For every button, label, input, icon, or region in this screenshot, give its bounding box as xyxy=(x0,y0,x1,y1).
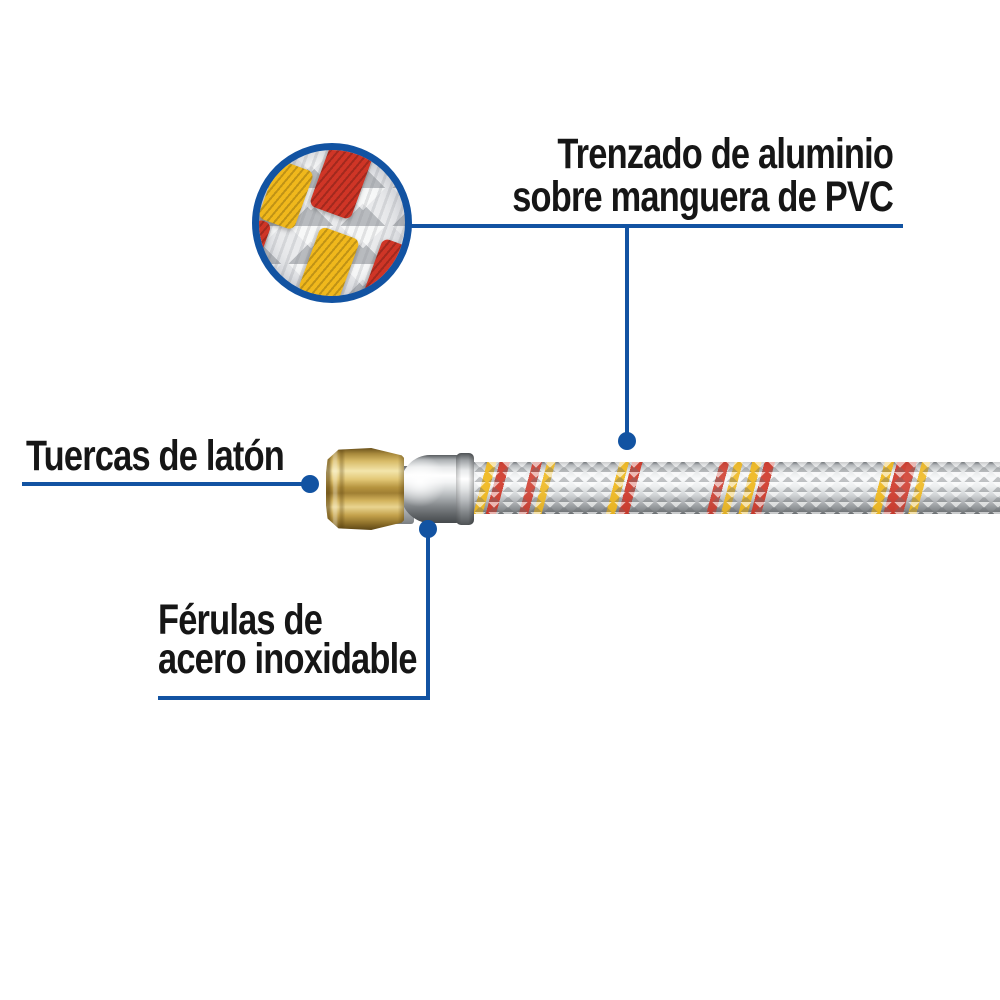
callout-label-nuts: Tuercas de latón xyxy=(26,432,285,480)
braided-hose xyxy=(452,462,1000,514)
leader-line-ferrules-vertical xyxy=(426,534,430,696)
leader-line-ferrules-horizontal xyxy=(158,696,430,700)
callout-label-braid-line1: Trenzado de aluminio xyxy=(557,130,894,178)
braid-red-strand xyxy=(362,237,405,296)
callout-label-nuts-line1: Tuercas de latón xyxy=(26,432,285,480)
leader-line-braid-vertical xyxy=(625,228,629,433)
braid-detail-inset xyxy=(252,143,412,303)
brass-nut xyxy=(326,448,404,530)
leader-line-braid-horizontal xyxy=(408,224,903,228)
callout-label-ferrules: Férulas de acero inoxidable xyxy=(158,596,417,683)
callout-label-ferrules-line1: Férulas de xyxy=(158,596,323,644)
braid-red-strand xyxy=(259,218,273,266)
leader-dot-nuts xyxy=(301,475,319,493)
callout-label-braid: Trenzado de aluminio sobre manguera de P… xyxy=(512,130,894,221)
steel-ferrule xyxy=(400,455,462,523)
braid-yellow-strand xyxy=(297,225,361,296)
leader-line-nuts xyxy=(22,482,303,486)
braid-red-strand xyxy=(308,150,376,221)
braid-yellow-strand xyxy=(259,159,315,231)
leader-dot-ferrules xyxy=(419,520,437,538)
leader-dot-braid xyxy=(618,432,636,450)
steel-ferrule-lip xyxy=(456,453,474,525)
callout-label-braid-line2: sobre manguera de PVC xyxy=(512,173,894,221)
callout-label-ferrules-line2: acero inoxidable xyxy=(158,635,417,683)
